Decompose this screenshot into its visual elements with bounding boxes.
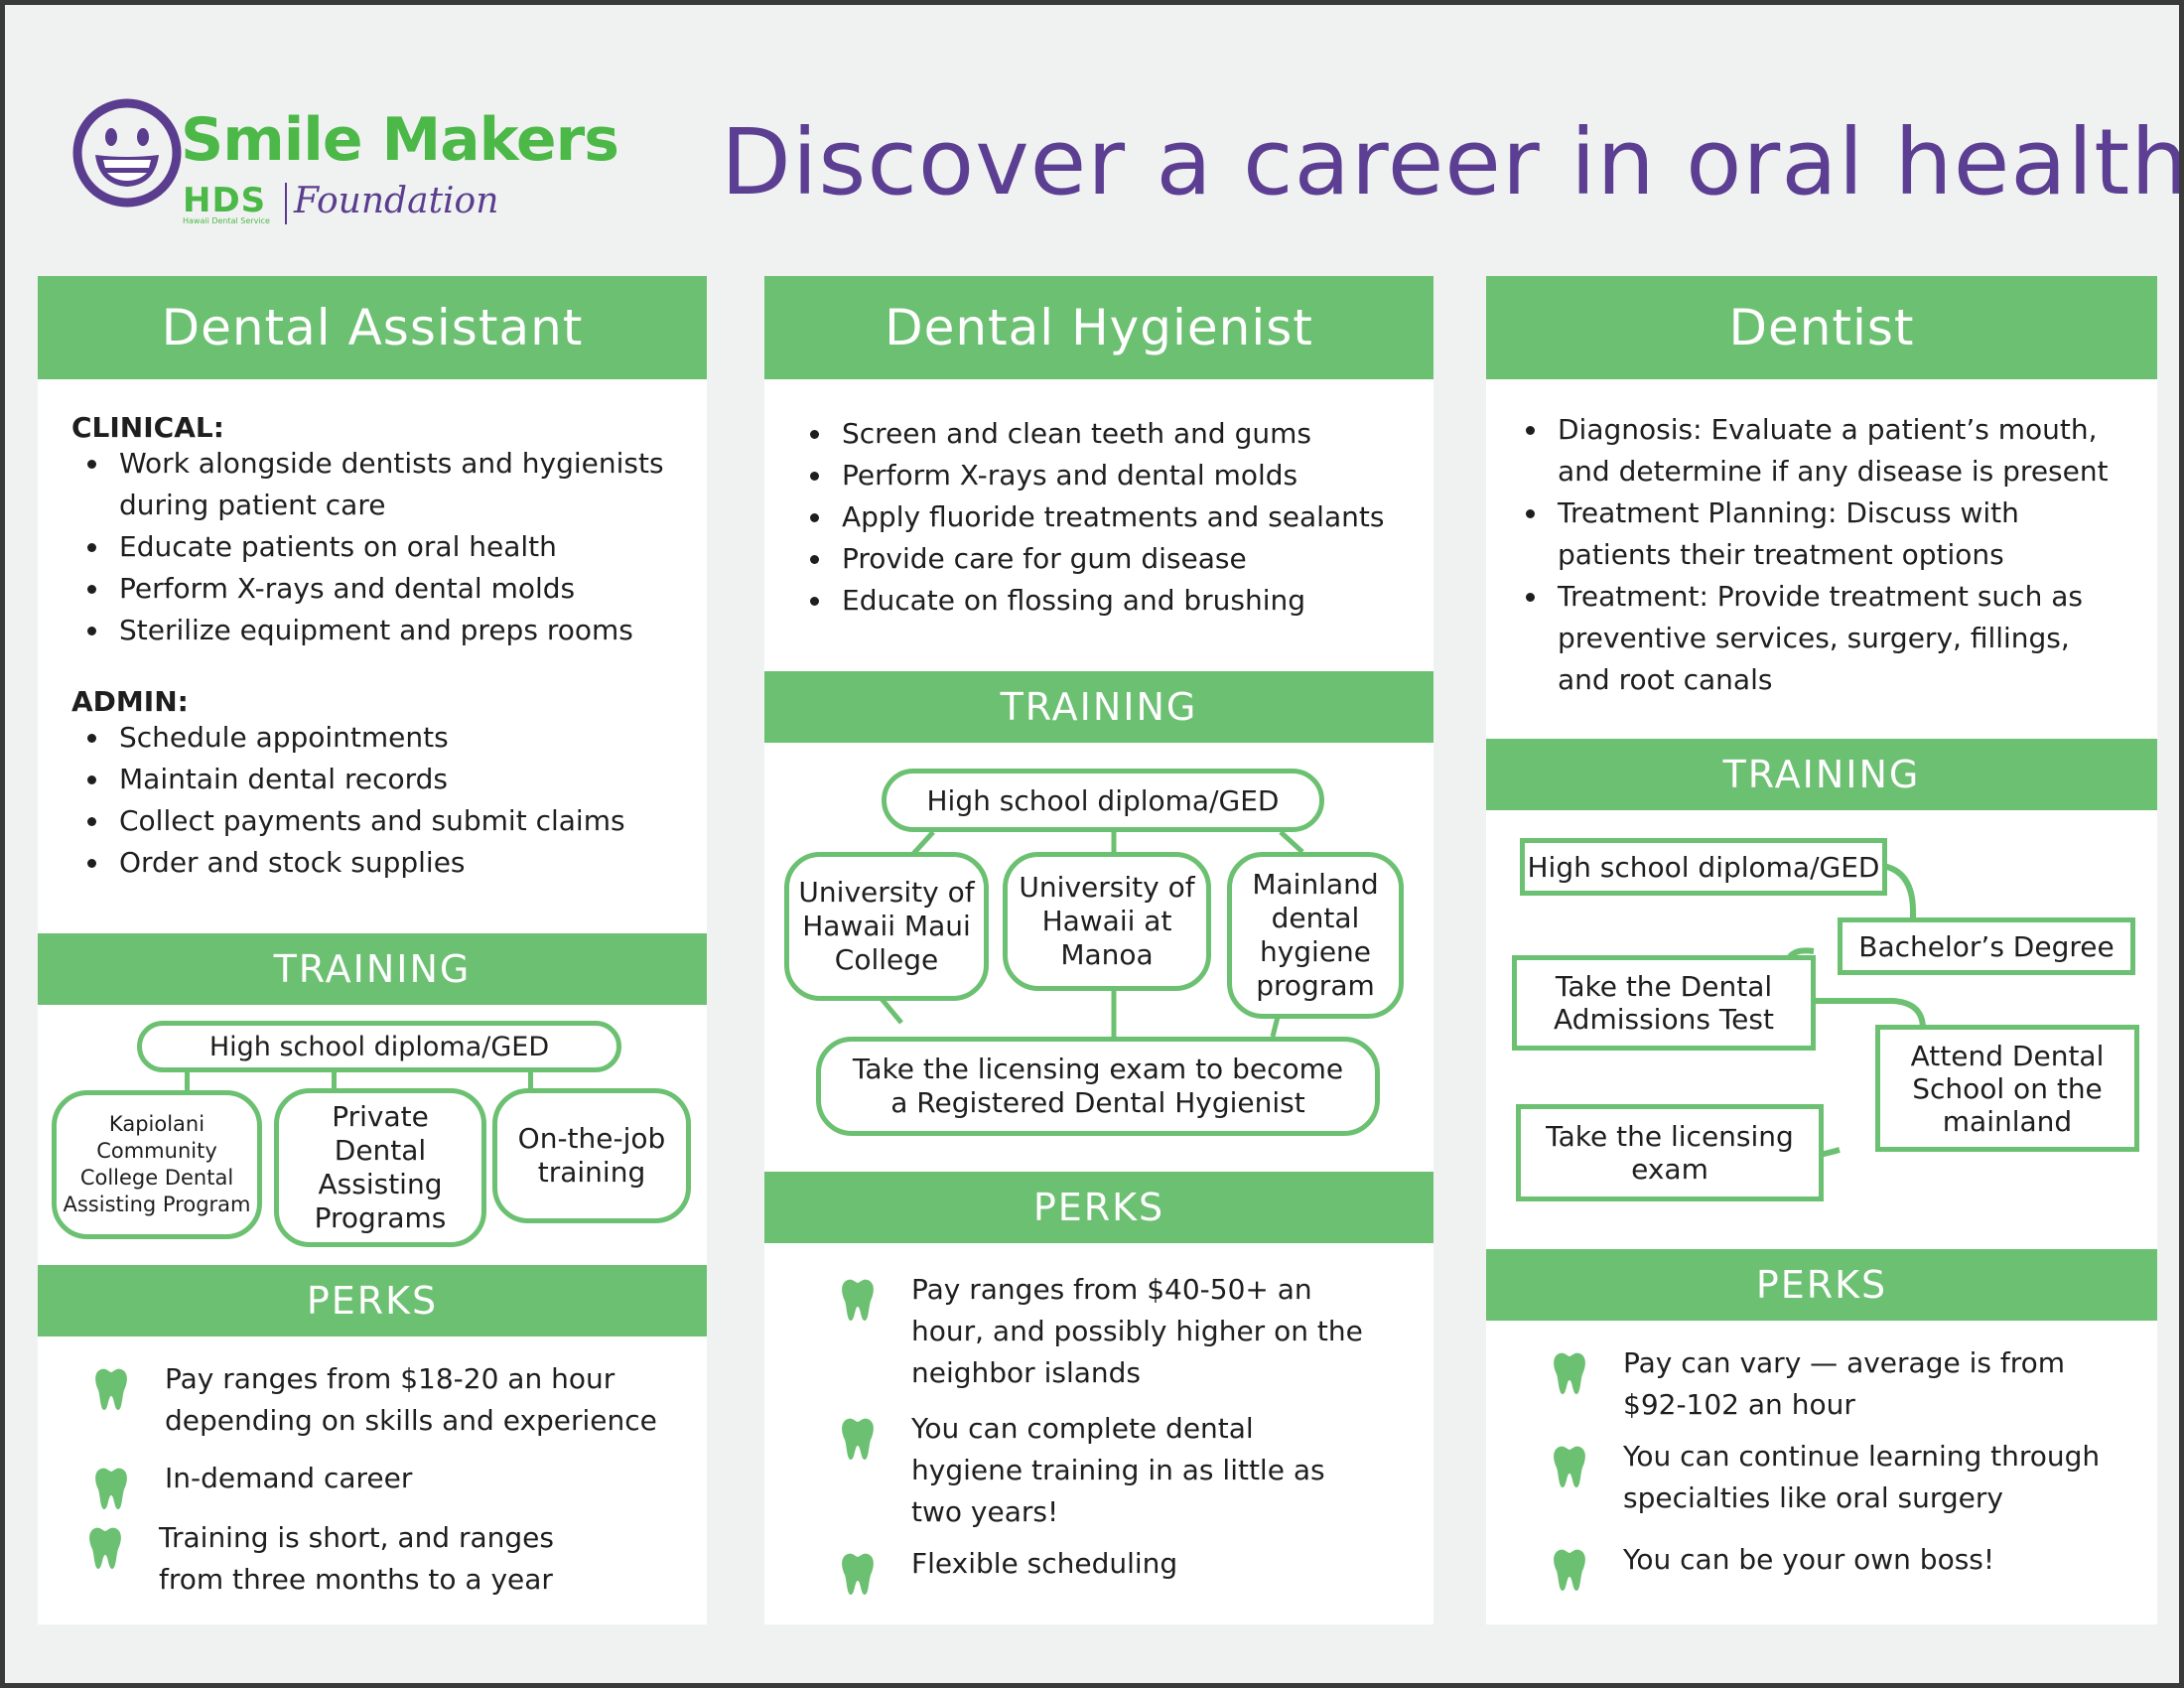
training-step-final: Take the licensing exam to become a Regi… [816, 1037, 1380, 1136]
duty-line: Treatment: Provide treatment such as [1558, 580, 2083, 613]
tooth-icon [95, 1468, 127, 1509]
duty-line: Diagnosis: Evaluate a patient’s mouth, [1558, 413, 2098, 446]
perk-line: Training is short, and ranges [159, 1521, 554, 1554]
tooth-icon [1554, 1352, 1585, 1394]
training-step-top: High school diploma/GED [137, 1021, 621, 1072]
list-item: Treatment Planning: Discuss with patient… [1510, 492, 2109, 576]
list-item-continuation: during patient care [119, 489, 386, 521]
tooth-icon [95, 1368, 127, 1410]
clinical-heading: CLINICAL: [71, 411, 224, 444]
training-option: University of Hawaii at Manoa [1003, 852, 1211, 991]
duty-line: preventive services, surgery, fillings, [1558, 622, 2070, 654]
admin-heading: ADMIN: [71, 685, 189, 718]
list-item: Maintain dental records [71, 759, 625, 800]
perks-band: PERKS [38, 1265, 707, 1336]
duty-line: Treatment Planning: Discuss with [1558, 496, 2019, 529]
training-option: Kapiolani Community College Dental Assis… [52, 1090, 262, 1239]
training-band: TRAINING [38, 933, 707, 1005]
perk-line: You can continue learning through [1623, 1440, 2101, 1473]
admin-list: Schedule appointments Maintain dental re… [71, 717, 625, 884]
column-title: Dental Hygienist [764, 276, 1433, 379]
list-item: Apply fluoride treatments and sealants [794, 496, 1384, 538]
training-step-top: High school diploma/GED [882, 769, 1324, 832]
brand-name: Smile Makers [181, 105, 619, 175]
list-item: Treatment: Provide treatment such as pre… [1510, 576, 2109, 701]
training-option: University of Hawaii Maui College [784, 852, 989, 1001]
column-title: Dental Assistant [38, 276, 707, 379]
perk-line: Pay can vary — average is from [1623, 1346, 2066, 1379]
column-dentist: Dentist Diagnosis: Evaluate a patient’s … [1486, 276, 2157, 1624]
brand-hds: HDS [183, 181, 267, 220]
training-step: Bachelor’s Degree [1838, 917, 2135, 975]
list-item: Schedule appointments [71, 717, 625, 759]
list-item: Order and stock supplies [71, 842, 625, 884]
list-item: Provide care for gum disease [794, 538, 1384, 580]
duty-line: patients their treatment options [1558, 538, 2004, 571]
list-item: Collect payments and submit claims [71, 800, 625, 842]
column-dental-assistant: Dental Assistant CLINICAL: Work alongsid… [38, 276, 707, 1624]
brand-hds-subtitle: Hawaii Dental Service [183, 216, 270, 225]
training-option: Private Dental Assisting Programs [274, 1088, 486, 1247]
tooth-icon [89, 1527, 121, 1569]
flow-connector [528, 1064, 533, 1094]
duties-list: Screen and clean teeth and gums Perform … [794, 413, 1384, 622]
perk-line: Pay ranges from $18-20 an hour [165, 1362, 615, 1395]
tooth-icon [1554, 1549, 1585, 1591]
flow-connector [185, 1064, 190, 1094]
list-item: Perform X-rays and dental molds [794, 455, 1384, 496]
training-step: Take the Dental Admissions Test [1512, 955, 1816, 1051]
perk-line: neighbor islands [911, 1356, 1141, 1389]
training-band: TRAINING [764, 671, 1433, 743]
perk-line: Pay ranges from $40-50+ an [911, 1273, 1312, 1306]
perk-line: hour, and possibly higher on the [911, 1315, 1363, 1347]
training-step: Take the licensing exam [1516, 1104, 1824, 1201]
smiley-face-icon [72, 98, 182, 208]
perk-line: specialties like oral surgery [1623, 1481, 2003, 1514]
list-item: Work alongside dentists and hygienists [71, 443, 664, 485]
perk-line: from three months to a year [159, 1563, 553, 1596]
smile-makers-logo: Smile Makers HDS Hawaii Dental Service F… [71, 97, 619, 236]
duty-line: and root canals [1558, 663, 1773, 696]
training-step: High school diploma/GED [1520, 838, 1887, 896]
perk-line: two years! [911, 1495, 1059, 1528]
brand-foundation: Foundation [294, 181, 499, 221]
perk-line: $92-102 an hour [1623, 1388, 1855, 1421]
list-item: Perform X-rays and dental molds [71, 568, 664, 610]
training-option: Mainland dental hygiene program [1227, 852, 1404, 1019]
tooth-icon [842, 1553, 874, 1595]
column-title: Dentist [1486, 276, 2157, 379]
training-option: On-the-job training [492, 1088, 691, 1223]
perks-band: PERKS [764, 1172, 1433, 1243]
perk-line: depending on skills and experience [165, 1404, 657, 1437]
flow-lines [880, 830, 1304, 1039]
perk-line: You can be your own boss! [1623, 1543, 1995, 1576]
perks-band: PERKS [1486, 1249, 2157, 1321]
perk-line: In-demand career [165, 1462, 413, 1494]
duty-line: and determine if any disease is present [1558, 455, 2109, 488]
tooth-icon [1554, 1446, 1585, 1487]
column-dental-hygienist: Dental Hygienist Screen and clean teeth … [764, 276, 1433, 1624]
training-step: Attend Dental School on the mainland [1875, 1025, 2139, 1152]
duties-list: Diagnosis: Evaluate a patient’s mouth, a… [1510, 409, 2109, 701]
list-item: Educate on flossing and brushing [794, 580, 1384, 622]
tooth-icon [842, 1418, 874, 1460]
training-band: TRAINING [1486, 739, 2157, 810]
tooth-icon [842, 1279, 874, 1321]
list-item: Screen and clean teeth and gums [794, 413, 1384, 455]
list-item: Educate patients on oral health [71, 526, 664, 568]
list-item: Sterilize equipment and preps rooms [71, 610, 664, 651]
perk-line: hygiene training in as little as [911, 1454, 1325, 1486]
brand-divider [285, 183, 287, 224]
perk-line: Flexible scheduling [911, 1547, 1178, 1580]
perk-line: You can complete dental [911, 1412, 1254, 1445]
list-item: Diagnosis: Evaluate a patient’s mouth, a… [1510, 409, 2109, 492]
page-headline: Discover a career in oral health! [721, 109, 2184, 215]
clinical-list: Work alongside dentists and hygienists d… [71, 443, 664, 651]
